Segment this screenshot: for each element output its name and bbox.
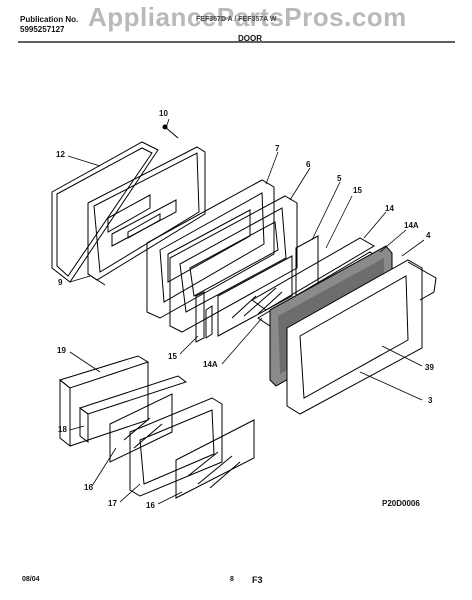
callout-14a-lower: 14A — [203, 360, 218, 369]
screw-part — [162, 124, 179, 139]
callout-16-upper: 16 — [84, 483, 93, 492]
callout-15-upper: 15 — [353, 186, 362, 195]
callout-5: 5 — [337, 174, 342, 183]
callout-18: 18 — [58, 425, 67, 434]
footer-page-number: 8 — [230, 576, 234, 583]
door-trim-part — [286, 259, 437, 415]
callout-10: 10 — [159, 109, 168, 118]
callout-19: 19 — [57, 346, 66, 355]
callout-17: 17 — [108, 499, 117, 508]
callout-6: 6 — [306, 160, 311, 169]
callout-leaders — [67, 118, 425, 505]
callout-3: 3 — [428, 396, 433, 405]
glass-clip-part — [195, 291, 213, 343]
outer-glass-part — [175, 419, 255, 499]
section-title: DOOR — [238, 34, 262, 43]
callout-12: 12 — [56, 150, 65, 159]
publication-number: 5995257127 — [20, 25, 65, 34]
diagram-code: P20D0006 — [382, 499, 420, 508]
model-numbers: FEF357D A / FEF357A W — [196, 16, 277, 23]
inner-glass-part — [217, 255, 293, 337]
door-gasket-part — [51, 141, 159, 283]
callout-4: 4 — [426, 231, 431, 240]
footer-date: 08/04 — [22, 576, 40, 583]
callout-15-lower: 15 — [168, 352, 177, 361]
glass-frame-part — [129, 397, 223, 497]
callout-16-lower: 16 — [146, 501, 155, 510]
callout-14a-upper: 14A — [404, 221, 419, 230]
glass-gasket-part — [78, 375, 188, 443]
publication-label: Publication No. — [20, 15, 79, 24]
callout-9: 9 — [58, 278, 63, 287]
callout-14: 14 — [385, 204, 394, 213]
watermark: AppliancePartsPros.com — [88, 2, 407, 32]
footer-page-code: F3 — [252, 575, 263, 585]
trim-strip-part — [58, 355, 150, 448]
inner-door-liner-part — [169, 195, 298, 333]
outer-door-panel — [87, 146, 206, 286]
callout-7: 7 — [275, 144, 280, 153]
callout-39: 39 — [425, 363, 434, 372]
